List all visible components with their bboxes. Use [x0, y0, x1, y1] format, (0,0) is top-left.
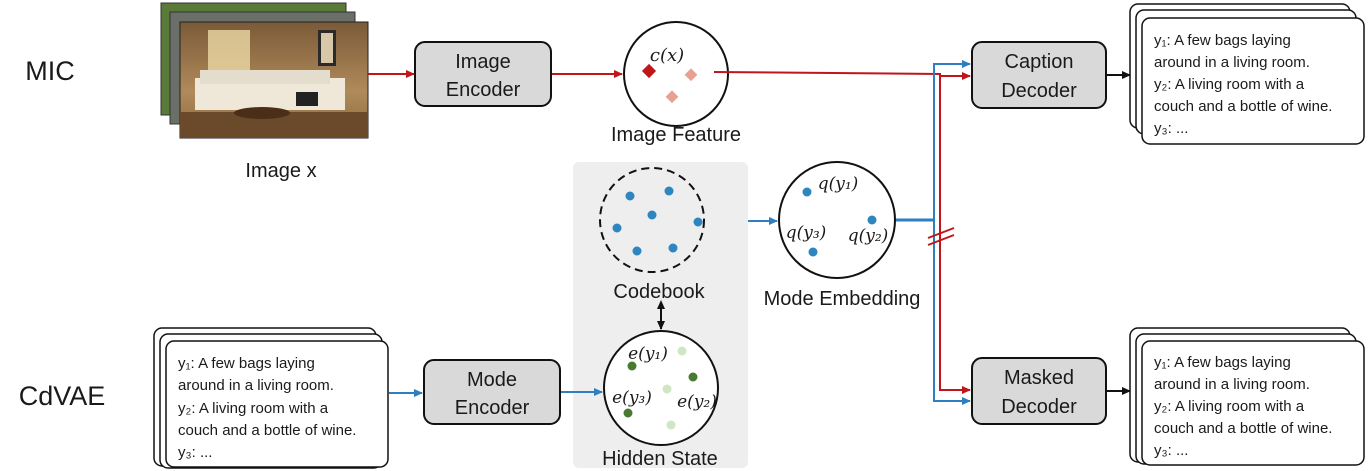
bottom-caption-line-4: couch and a bottle of wine. [1154, 420, 1332, 437]
mode-embedding-points [802, 187, 877, 257]
q2-label: q(y₂) [848, 226, 889, 246]
caption-decoder-box [971, 41, 1107, 109]
caption-decoder-label-2: Decoder [1001, 80, 1077, 102]
top-caption-line-1: y₁: A few bags laying [1154, 32, 1291, 49]
mode-embedding-label: Mode Embedding [764, 288, 921, 310]
arrow-embedding-to-masked [933, 220, 971, 405]
image-caption: Image x [245, 160, 316, 182]
input-caption-line-4: couch and a bottle of wine. [178, 422, 356, 439]
bottom-caption-line-5: y₃: ... [1154, 442, 1188, 459]
top-caption-line-2: around in a living room. [1154, 54, 1310, 71]
image-feature-circle [623, 21, 729, 127]
bottom-caption-line-1: y₁: A few bags laying [1154, 354, 1291, 371]
caption-decoder-label-1: Caption [1005, 51, 1074, 73]
top-caption-line-5: y₃: ... [1154, 120, 1188, 137]
e1-label: e(y₁) [628, 344, 668, 364]
feature-diamond-red [641, 63, 657, 79]
row-label-cdvae: CdVAE [19, 381, 106, 411]
arrow-embedding-to-caption [933, 60, 971, 220]
input-caption-line-2: around in a living room. [178, 377, 334, 394]
caption-stack-input: y₁: A few bags laying around in a living… [153, 327, 389, 469]
q3-label: q(y₃) [786, 223, 827, 243]
input-caption-line-5: y₃: ... [178, 444, 212, 461]
image-encoder-label-1: Image [455, 51, 511, 73]
codebook-label: Codebook [613, 281, 705, 303]
image-stack [160, 2, 369, 139]
image-encoder-label-2: Encoder [446, 79, 521, 101]
input-caption-line-3: y₂: A living room with a [178, 400, 329, 417]
cx-label: c(x) [650, 45, 684, 66]
masked-decoder-box [971, 357, 1107, 425]
caption-stack-output-bottom: y₁: A few bags laying around in a living… [1129, 327, 1365, 466]
arrow-feature-to-masked [713, 71, 971, 394]
input-caption-line-1: y₁: A few bags laying [178, 355, 315, 372]
break-mark-2 [927, 234, 955, 246]
row-label-mic: MIC [25, 56, 75, 86]
masked-decoder-label-2: Decoder [1001, 396, 1077, 418]
hidden-state-circle [603, 330, 719, 446]
mode-encoder-label-1: Mode [467, 369, 517, 391]
hidden-state-label: Hidden State [602, 448, 718, 470]
break-mark-1 [927, 227, 955, 239]
caption-stack-output-top: y₁: A few bags laying around in a living… [1129, 3, 1365, 145]
masked-decoder-label-1: Masked [1004, 367, 1074, 389]
top-caption-line-4: couch and a bottle of wine. [1154, 98, 1332, 115]
top-caption-line-3: y₂: A living room with a [1154, 76, 1305, 93]
q1-label: q(y₁) [818, 174, 859, 194]
codebook-points [612, 186, 703, 256]
bottom-caption-line-3: y₂: A living room with a [1154, 398, 1305, 415]
mode-encoder-label-2: Encoder [455, 397, 530, 419]
e3-label: e(y₃) [612, 388, 652, 408]
codebook-circle [599, 167, 705, 273]
hidden-points [623, 346, 698, 430]
mode-encoder-box [423, 359, 561, 425]
image-encoder-box [414, 41, 552, 107]
bottom-caption-line-2: around in a living room. [1154, 376, 1310, 393]
e2-label: e(y₂) [677, 392, 717, 412]
image-feature-label: Image Feature [611, 124, 741, 146]
